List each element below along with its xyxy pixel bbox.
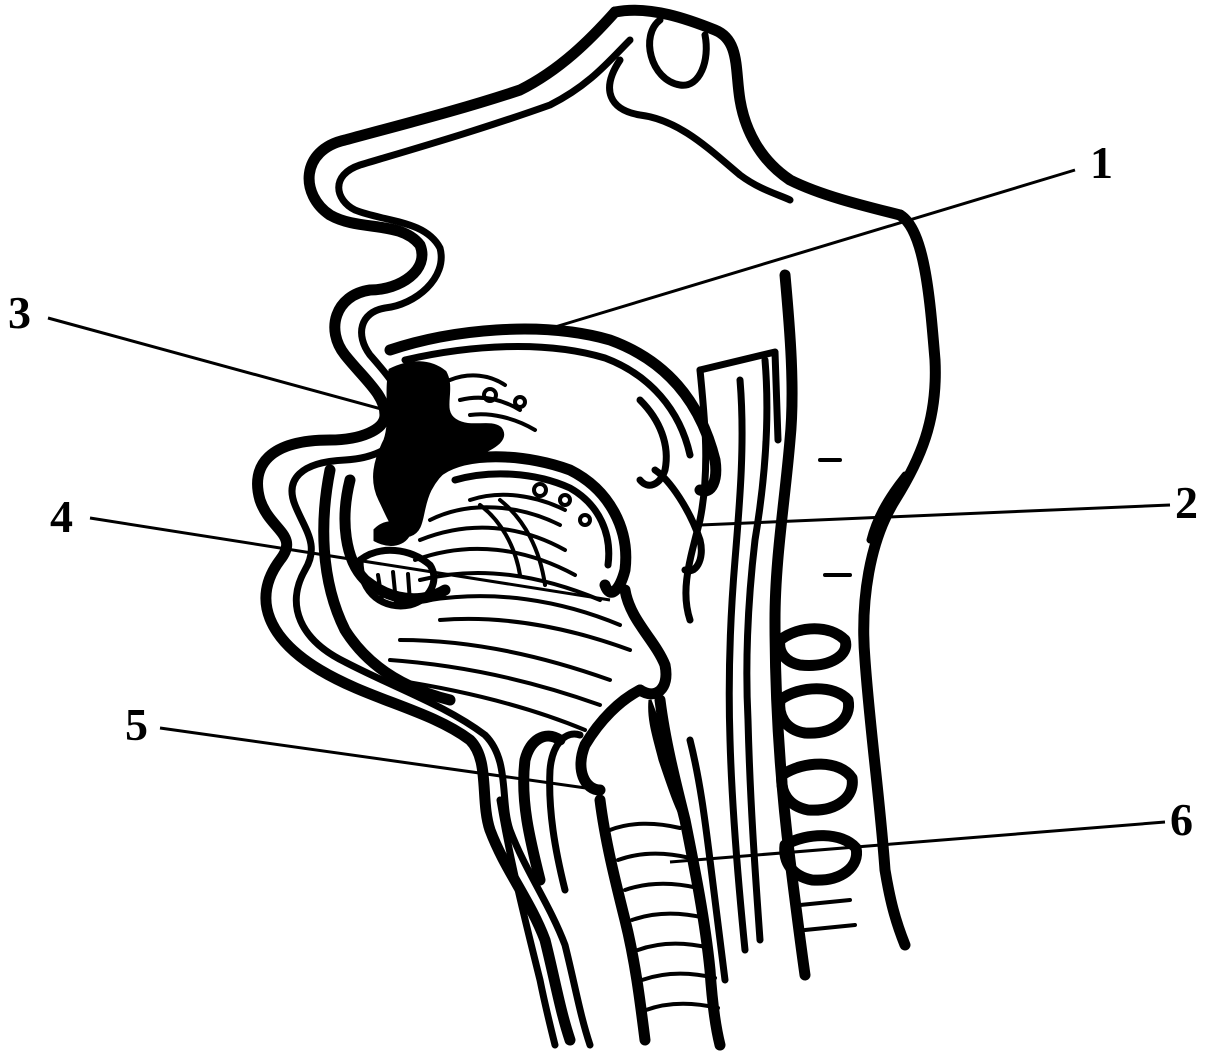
label-1: 1	[1090, 137, 1113, 188]
face-profile-outline	[258, 10, 900, 1045]
leader-line-2	[700, 505, 1170, 525]
spinal-column	[700, 215, 935, 975]
label-3: 3	[8, 287, 31, 338]
label-5: 5	[125, 699, 148, 750]
label-6: 6	[1170, 794, 1193, 845]
label-2: 2	[1175, 477, 1198, 528]
label-4: 4	[50, 491, 73, 542]
leader-lines	[48, 170, 1170, 862]
leader-line-6	[670, 822, 1165, 862]
